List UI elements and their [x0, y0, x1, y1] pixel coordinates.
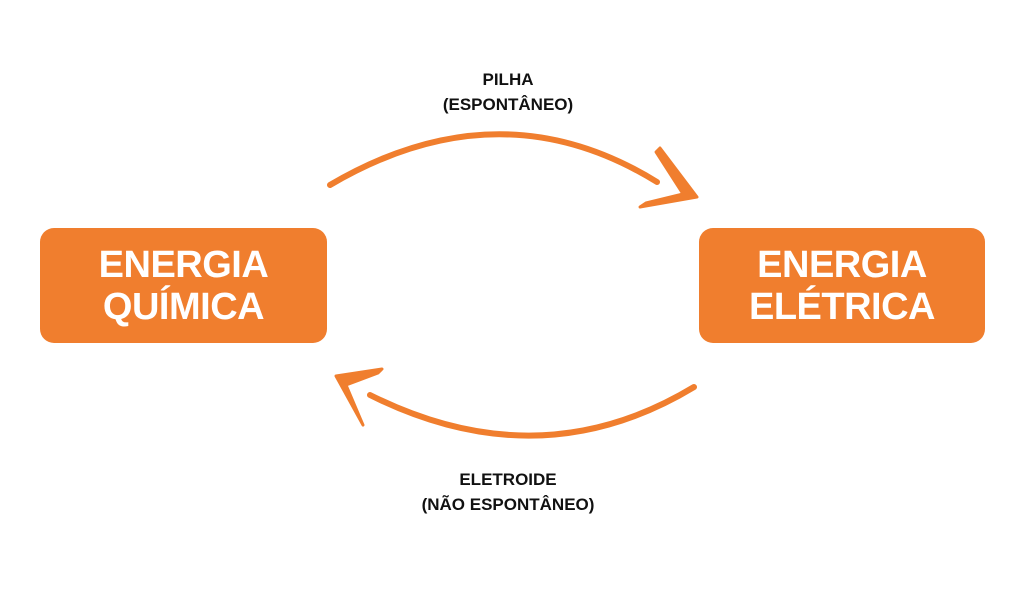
backward-arrowhead-icon	[334, 367, 384, 427]
electrical-energy-node: ENERGIA ELÉTRICA	[699, 228, 985, 343]
backward-process-type: (NÃO ESPONTÂNEO)	[421, 495, 595, 514]
backward-process-name: ELETROIDE	[459, 470, 557, 489]
backward-process-label: ELETROIDE (NÃO ESPONTÂNEO)	[388, 467, 628, 517]
chemical-energy-node: ENERGIA QUÍMICA	[40, 228, 327, 343]
electrical-energy-line2: ELÉTRICA	[749, 285, 936, 328]
forward-arrowhead-icon	[638, 146, 699, 209]
chemical-energy-line2: QUÍMICA	[102, 285, 265, 328]
forward-process-name: PILHA	[482, 70, 534, 89]
backward-arrow-arc	[367, 384, 697, 439]
electrical-energy-line1: ENERGIA	[757, 243, 927, 286]
forward-process-label: PILHA (ESPONTÂNEO)	[408, 67, 608, 117]
chemical-energy-line1: ENERGIA	[98, 243, 269, 286]
forward-arrow-arc	[327, 131, 660, 188]
forward-process-type: (ESPONTÂNEO)	[442, 95, 574, 114]
